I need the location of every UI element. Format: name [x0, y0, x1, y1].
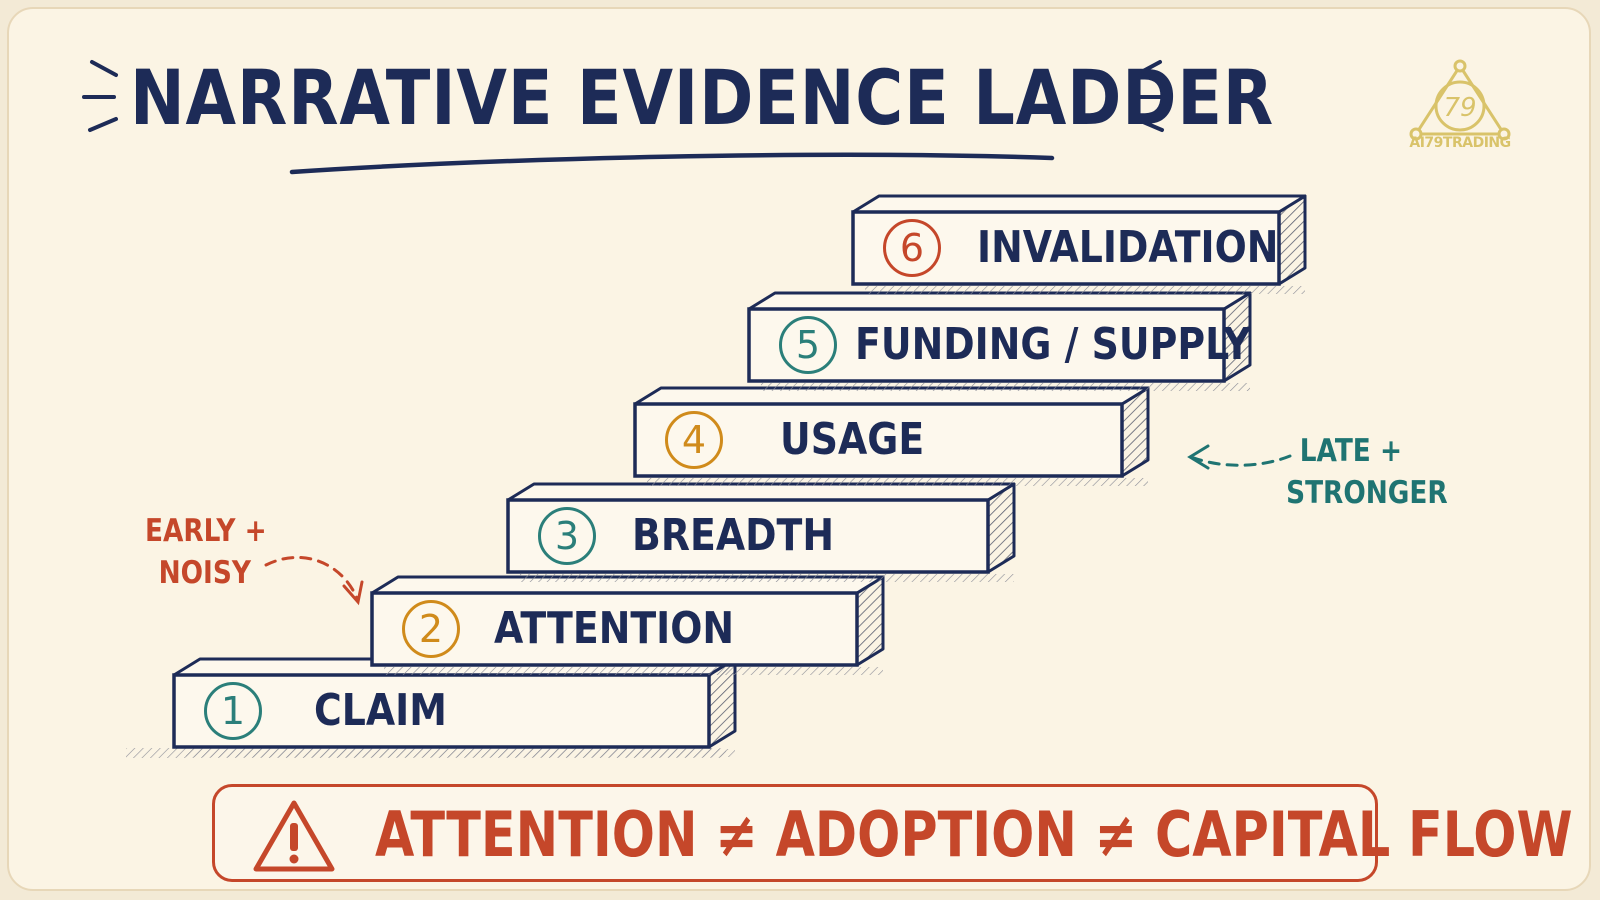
early-arrowhead-icon [342, 580, 364, 606]
step-shadow [761, 383, 1250, 391]
step-number-badge: 2 [402, 600, 460, 658]
early-note-line2: NOISY [158, 555, 251, 591]
late-arrowhead-icon [1187, 444, 1210, 470]
logo-icon: 79 [1409, 59, 1511, 141]
title-accent-mark [1134, 60, 1162, 77]
step-label: ATTENTION [494, 603, 735, 654]
step-label: BREADTH [632, 510, 835, 561]
logo-wordmark: AI79TRADING [1409, 135, 1511, 151]
title-underline [289, 152, 1055, 175]
step-number-badge: 5 [779, 316, 837, 374]
step-number-badge: 6 [883, 219, 941, 277]
step-number-badge: 1 [204, 682, 262, 740]
step-label: CLAIM [314, 685, 447, 736]
step-shadow [384, 667, 883, 675]
step-number-badge: 3 [538, 507, 596, 565]
title-accent-mark [90, 60, 118, 77]
ladder-step-1 [172, 657, 737, 757]
early-note-line1: EARLY + [145, 513, 267, 549]
step-shadow [520, 574, 1014, 582]
title-accent-mark [88, 117, 118, 132]
step-label: FUNDING / SUPPLY [855, 319, 1251, 370]
late-note-line1: LATE + [1299, 433, 1403, 469]
late-stronger-note: LATE + STRONGER [1286, 430, 1448, 514]
step-label: USAGE [780, 414, 925, 465]
step-shadow [865, 286, 1305, 294]
step-label: INVALIDATION [977, 222, 1279, 273]
warning-text: ATTENTION ≠ ADOPTION ≠ CAPITAL FLOW [375, 798, 1573, 871]
warning-triangle-icon [253, 800, 335, 872]
early-noisy-note: EARLY + NOISY [145, 510, 267, 594]
warning-banner: ATTENTION ≠ ADOPTION ≠ CAPITAL FLOW [212, 784, 1573, 882]
early-note-arrow [264, 556, 359, 600]
late-note-arrow [1192, 454, 1292, 467]
late-note-line2: STRONGER [1286, 475, 1448, 511]
step-front-face [172, 673, 711, 749]
title-accent-mark [1134, 117, 1164, 132]
step-shadow [186, 749, 735, 757]
step-number-badge: 4 [665, 411, 723, 469]
step-shadow [647, 478, 1148, 486]
svg-text:79: 79 [1443, 93, 1476, 123]
